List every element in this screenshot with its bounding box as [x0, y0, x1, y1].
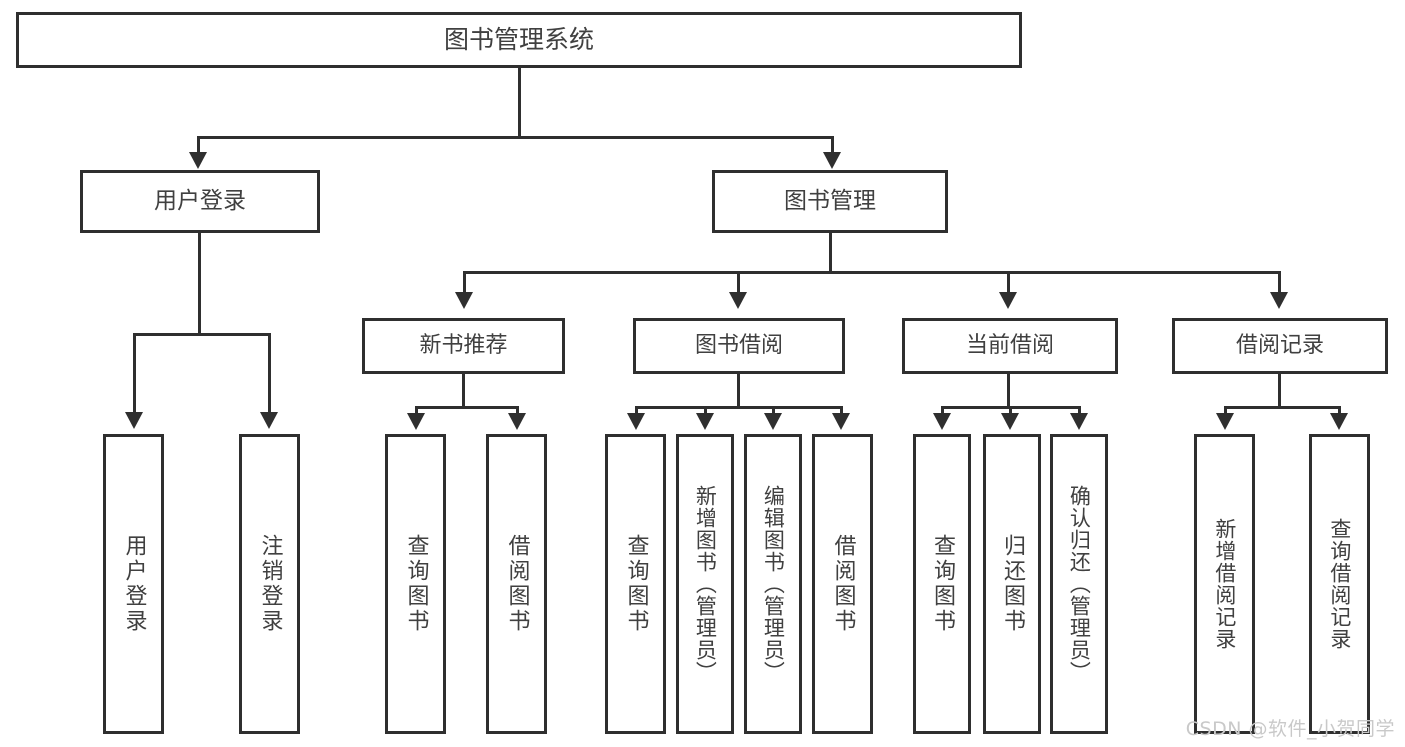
- connector-new-book-stem: [462, 374, 465, 408]
- node-label: 用户登录: [154, 187, 246, 214]
- node-new-book-recommend[interactable]: 新书推荐: [362, 318, 565, 374]
- leaf-current-borrow-confirm[interactable]: 确认归还（管理员）: [1050, 434, 1108, 734]
- arrow-down-icon: [764, 413, 782, 430]
- arrow-down-icon: [260, 412, 278, 429]
- node-borrow-record[interactable]: 借阅记录: [1172, 318, 1388, 374]
- connector-borrow-record-c2: [1338, 406, 1341, 418]
- node-label: 新书推荐: [419, 333, 508, 359]
- node-label: 查询图书: [623, 534, 649, 634]
- node-label: 归还图书: [999, 534, 1025, 634]
- node-label: 查询图书: [929, 534, 955, 634]
- arrow-down-icon: [407, 413, 425, 430]
- node-label: 确认归还（管理员）: [1067, 485, 1092, 683]
- connector-borrow-record-stem: [1278, 374, 1281, 408]
- connector-new-book-bus: [415, 406, 519, 409]
- leaf-user-login-login[interactable]: 用户登录: [103, 434, 164, 734]
- connector-user-login-right: [268, 333, 271, 417]
- connector-root-bus: [197, 136, 834, 139]
- node-book-management[interactable]: 图书管理: [712, 170, 948, 233]
- node-book-borrow[interactable]: 图书借阅: [633, 318, 845, 374]
- leaf-borrow-record-add[interactable]: 新增借阅记录: [1194, 434, 1255, 734]
- leaf-new-book-query[interactable]: 查询图书: [385, 434, 446, 734]
- connector-borrow-record-bus: [1224, 406, 1341, 409]
- node-current-borrow[interactable]: 当前借阅: [902, 318, 1118, 374]
- leaf-book-borrow-add[interactable]: 新增图书（管理员）: [676, 434, 734, 734]
- arrow-down-icon: [832, 413, 850, 430]
- node-label: 注销登录: [257, 534, 283, 634]
- arrow-down-icon: [729, 292, 747, 309]
- node-label: 当前借阅: [965, 333, 1054, 359]
- node-label: 借阅记录: [1235, 333, 1324, 359]
- csdn-watermark: CSDN @软件_小贺同学: [1185, 718, 1395, 740]
- connector-to-user-login: [197, 136, 200, 157]
- connector-new-book-c2: [516, 406, 519, 418]
- arrow-down-icon: [1216, 413, 1234, 430]
- connector-book-borrow-c3: [772, 406, 775, 418]
- connector-current-borrow-c2: [1009, 406, 1012, 418]
- leaf-book-borrow-query[interactable]: 查询图书: [605, 434, 666, 734]
- node-label: 查询图书: [403, 534, 429, 634]
- connector-current-borrow-stem: [1007, 374, 1010, 408]
- arrow-down-icon: [1001, 413, 1019, 430]
- connector-to-borrow-record: [1278, 271, 1281, 296]
- node-label: 图书借阅: [694, 333, 783, 359]
- node-label: 借阅图书: [504, 534, 530, 634]
- arrow-down-icon: [1070, 413, 1088, 430]
- leaf-current-borrow-return[interactable]: 归还图书: [983, 434, 1041, 734]
- connector-current-borrow-c1: [941, 406, 944, 418]
- connector-book-borrow-c4: [840, 406, 843, 418]
- arrow-down-icon: [999, 292, 1017, 309]
- leaf-user-login-logout[interactable]: 注销登录: [239, 434, 300, 734]
- node-root-system[interactable]: 图书管理系统: [16, 12, 1022, 68]
- arrow-down-icon: [627, 413, 645, 430]
- connector-book-borrow-c2: [704, 406, 707, 418]
- node-label: 新增图书（管理员）: [693, 485, 718, 683]
- connector-to-new-book: [463, 271, 466, 296]
- connector-to-book-borrow: [737, 271, 740, 296]
- arrow-down-icon: [125, 412, 143, 429]
- node-label: 借阅图书: [830, 534, 856, 634]
- connector-book-borrow-stem: [737, 374, 740, 408]
- node-label: 查询借阅记录: [1327, 518, 1352, 650]
- connector-book-borrow-c1: [635, 406, 638, 418]
- connector-book-borrow-bus: [635, 406, 843, 409]
- leaf-new-book-borrow[interactable]: 借阅图书: [486, 434, 547, 734]
- leaf-current-borrow-query[interactable]: 查询图书: [913, 434, 971, 734]
- connector-new-book-c1: [415, 406, 418, 418]
- arrow-down-icon: [696, 413, 714, 430]
- arrow-down-icon: [189, 152, 207, 169]
- node-label: 图书管理系统: [443, 25, 594, 55]
- leaf-borrow-record-query[interactable]: 查询借阅记录: [1309, 434, 1370, 734]
- node-label: 新增借阅记录: [1212, 518, 1237, 650]
- connector-user-login-stem: [198, 233, 201, 335]
- arrow-down-icon: [1270, 292, 1288, 309]
- arrow-down-icon: [823, 152, 841, 169]
- leaf-book-borrow-borrow[interactable]: 借阅图书: [812, 434, 873, 734]
- arrow-down-icon: [1330, 413, 1348, 430]
- node-label: 编辑图书（管理员）: [761, 485, 786, 683]
- leaf-book-borrow-edit[interactable]: 编辑图书（管理员）: [744, 434, 802, 734]
- connector-borrow-record-c1: [1224, 406, 1227, 418]
- connector-user-login-bus: [133, 333, 271, 336]
- connector-to-current-borrow: [1007, 271, 1010, 296]
- connector-book-manage-bus: [463, 271, 1281, 274]
- node-user-login[interactable]: 用户登录: [80, 170, 320, 233]
- arrow-down-icon: [455, 292, 473, 309]
- connector-to-book-manage: [831, 136, 834, 157]
- connector-root-stem: [518, 68, 521, 138]
- connector-book-manage-stem: [829, 233, 832, 273]
- node-label: 图书管理: [784, 187, 876, 214]
- arrow-down-icon: [933, 413, 951, 430]
- arrow-down-icon: [508, 413, 526, 430]
- connector-current-borrow-c3: [1078, 406, 1081, 418]
- node-label: 用户登录: [121, 534, 147, 634]
- connector-user-login-left: [133, 333, 136, 417]
